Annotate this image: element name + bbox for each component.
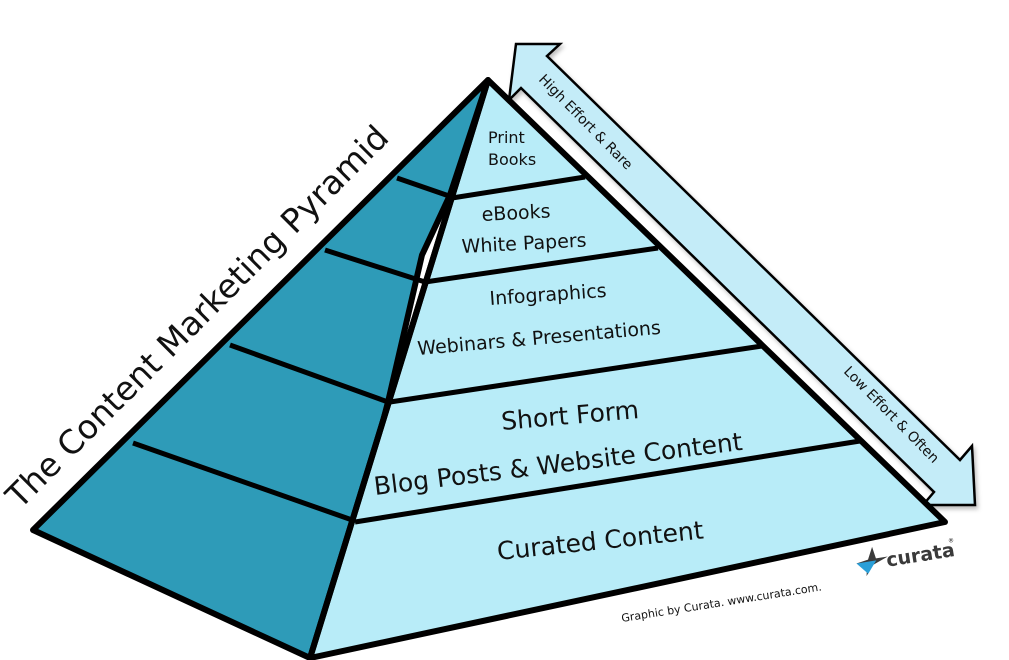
- curata-logo: curata ®: [856, 537, 956, 577]
- front-divider-1: [451, 174, 586, 201]
- front-left-edge: [307, 79, 491, 659]
- logo-wordmark: curata: [885, 539, 956, 572]
- pyramid-side-face: [30, 77, 491, 660]
- side-divider-4: [132, 440, 356, 524]
- tier-label-line: Print: [488, 128, 525, 147]
- side-divider-3: [229, 342, 389, 405]
- side-divider-1: [396, 175, 453, 200]
- front-divider-2: [424, 245, 659, 285]
- front-divider-4: [354, 438, 861, 525]
- front-divider-3: [389, 343, 763, 405]
- side-divider-2: [324, 247, 426, 285]
- effort-arrow-shape: [507, 42, 977, 507]
- star-swoosh-icon: [856, 560, 877, 574]
- tier-print-books: Print Books: [488, 128, 536, 169]
- effort-arrow: [507, 42, 977, 507]
- logo-trademark: ®: [948, 537, 955, 545]
- tier-label-line: eBooks: [481, 200, 551, 226]
- pyramid-front-face: [307, 77, 948, 660]
- tier-label-line: Books: [488, 150, 536, 169]
